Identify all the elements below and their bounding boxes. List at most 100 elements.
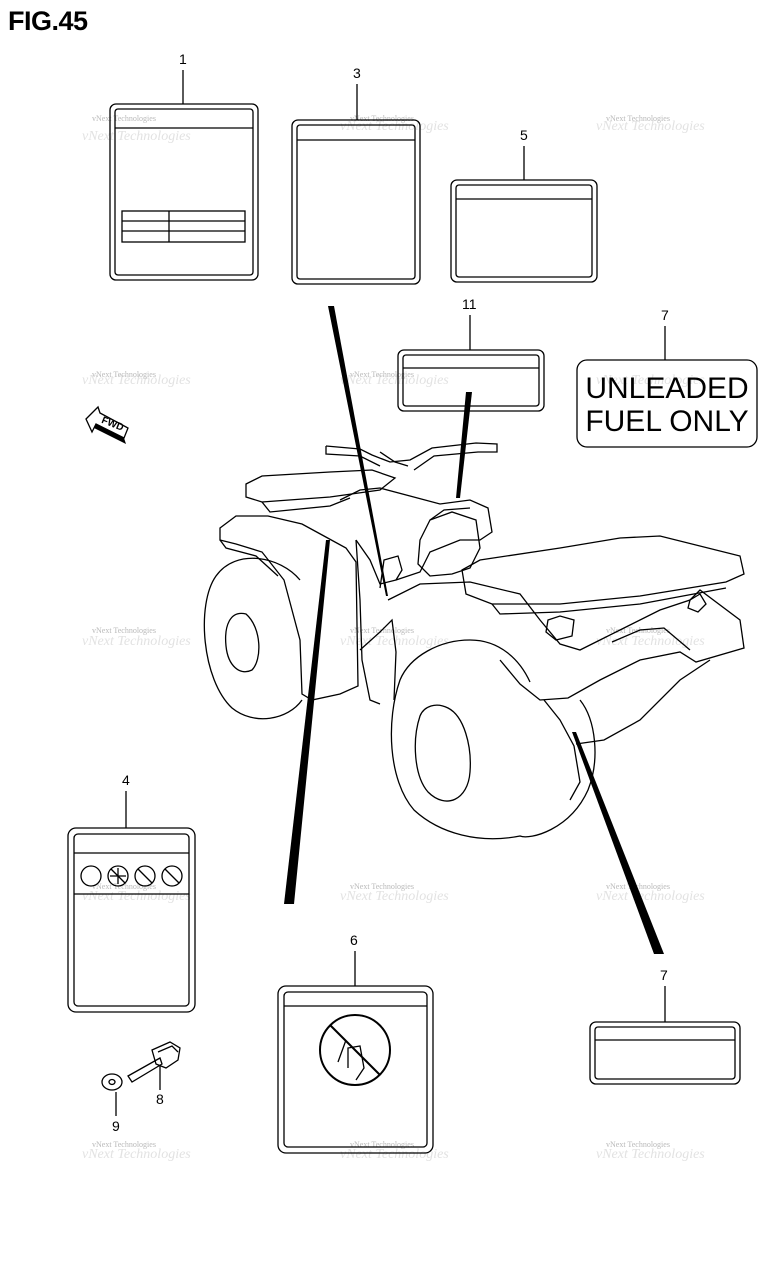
watermark: vNext Technologies (92, 882, 156, 891)
callout-4: 4 (122, 772, 130, 788)
watermark: vNext Technologies (596, 889, 705, 904)
handlebar (379, 451, 409, 467)
rear-tire-right (611, 627, 691, 651)
washer (101, 1073, 123, 1091)
washer-hole (108, 1078, 116, 1086)
watermark: vNext Technologies (92, 370, 156, 379)
label-border (283, 991, 428, 1148)
label-outline (397, 349, 545, 412)
label-part-1[interactable]: 1 (109, 51, 259, 281)
handlebar (325, 446, 381, 467)
front-fender (219, 539, 279, 577)
label-outline (589, 1021, 741, 1085)
rear-wheel (543, 699, 581, 801)
label-part-7-unleaded[interactable]: 7 UNLEADED FUEL ONLY (576, 307, 758, 448)
front-wheel-hub (224, 612, 260, 673)
front-rack (245, 469, 397, 503)
footrest (359, 618, 397, 701)
prohibited-icon-slash (164, 868, 180, 884)
pointer-line (456, 392, 472, 498)
rivet-head (157, 1045, 179, 1053)
watermark: vNext Technologies (82, 1147, 191, 1162)
watermark: vNext Technologies (92, 1140, 156, 1149)
rivet-shank (127, 1057, 163, 1083)
prohibited-icon (319, 1014, 391, 1086)
label-part-7-bottom[interactable]: 7 (589, 967, 741, 1085)
prohibited-icon-slash (329, 1024, 381, 1076)
pointer-lines (284, 306, 664, 954)
washer-part-9[interactable]: 9 (101, 1073, 123, 1134)
label-border (114, 108, 254, 276)
fwd-arrow-icon: FWD (85, 405, 129, 444)
label-border (402, 354, 540, 407)
watermark: vNext Technologies (596, 373, 705, 388)
watermark: vNext Technologies (350, 1140, 414, 1149)
fuel-tank (339, 487, 493, 585)
label-outline (109, 103, 259, 281)
rear-wheel (575, 659, 711, 745)
tail-light (687, 593, 707, 613)
label-outline (291, 119, 421, 285)
label-outline (277, 985, 434, 1154)
watermark: vNext Technologies (340, 373, 449, 388)
watermark: vNext Technologies (606, 882, 670, 891)
callout-1: 1 (179, 51, 187, 67)
callout-7: 7 (660, 967, 668, 983)
label-border (73, 833, 190, 1007)
label-border (296, 124, 416, 280)
pointer-line (572, 732, 664, 954)
watermark: vNext Technologies (596, 119, 705, 134)
watermark: vNext Technologies (606, 114, 670, 123)
label-part-6[interactable]: 6 (277, 932, 434, 1154)
watermark: vNext Technologies (92, 626, 156, 635)
watermark: vNext Technologies (92, 114, 156, 123)
rear-wheel (390, 639, 596, 840)
rear-wheel-hub (414, 704, 471, 802)
watermark: vNext Technologies (82, 373, 191, 388)
label-part-11[interactable]: 11 (397, 296, 545, 412)
label-table (121, 210, 246, 243)
frame (355, 539, 381, 705)
watermark: vNext Technologies (606, 1140, 670, 1149)
prohibited-icon (161, 865, 183, 887)
callout-5: 5 (520, 127, 528, 143)
label-part-5[interactable]: 5 (450, 127, 598, 283)
label-outline (576, 359, 758, 448)
front-wheel (203, 557, 303, 720)
front-rack (261, 497, 351, 513)
unleaded-text: UNLEADED (585, 372, 748, 405)
prohibited-icon (134, 865, 156, 887)
label-part-3[interactable]: 3 (291, 65, 421, 285)
atv-illustration (203, 442, 745, 840)
watermark: vNext Technologies (350, 114, 414, 123)
rear-rack (491, 587, 727, 615)
fuel-tank (429, 507, 471, 521)
callout-6: 6 (350, 932, 358, 948)
label-outline (67, 827, 196, 1013)
callout-3: 3 (353, 65, 361, 81)
callout-8: 8 (156, 1091, 164, 1107)
label-border (455, 184, 593, 278)
fuel-only-text: FUEL ONLY (585, 405, 748, 438)
figure-title: FIG.45 (8, 6, 88, 36)
prohibited-icon-figure (337, 1039, 365, 1081)
front-fender (219, 515, 359, 701)
rivet-part-8[interactable]: 8 (127, 1041, 181, 1107)
watermark: vNext Technologies (82, 634, 191, 649)
label-border (594, 1026, 736, 1080)
warning-icon (80, 865, 102, 887)
pointer-line (328, 306, 388, 596)
prohibited-icon-detail (110, 868, 126, 884)
handlebar (325, 442, 498, 471)
label-outline (450, 179, 598, 283)
watermark: vNext Technologies (340, 119, 449, 134)
watermark: vNext Technologies (340, 1147, 449, 1162)
watermark: vNext Technologies (82, 129, 191, 144)
watermark: vNext Technologies (350, 370, 414, 379)
rear-rack (461, 535, 745, 605)
label-part-4[interactable]: 4 (67, 772, 196, 1013)
pointer-line (284, 540, 330, 904)
seat (417, 511, 481, 577)
callout-11: 11 (462, 296, 477, 312)
